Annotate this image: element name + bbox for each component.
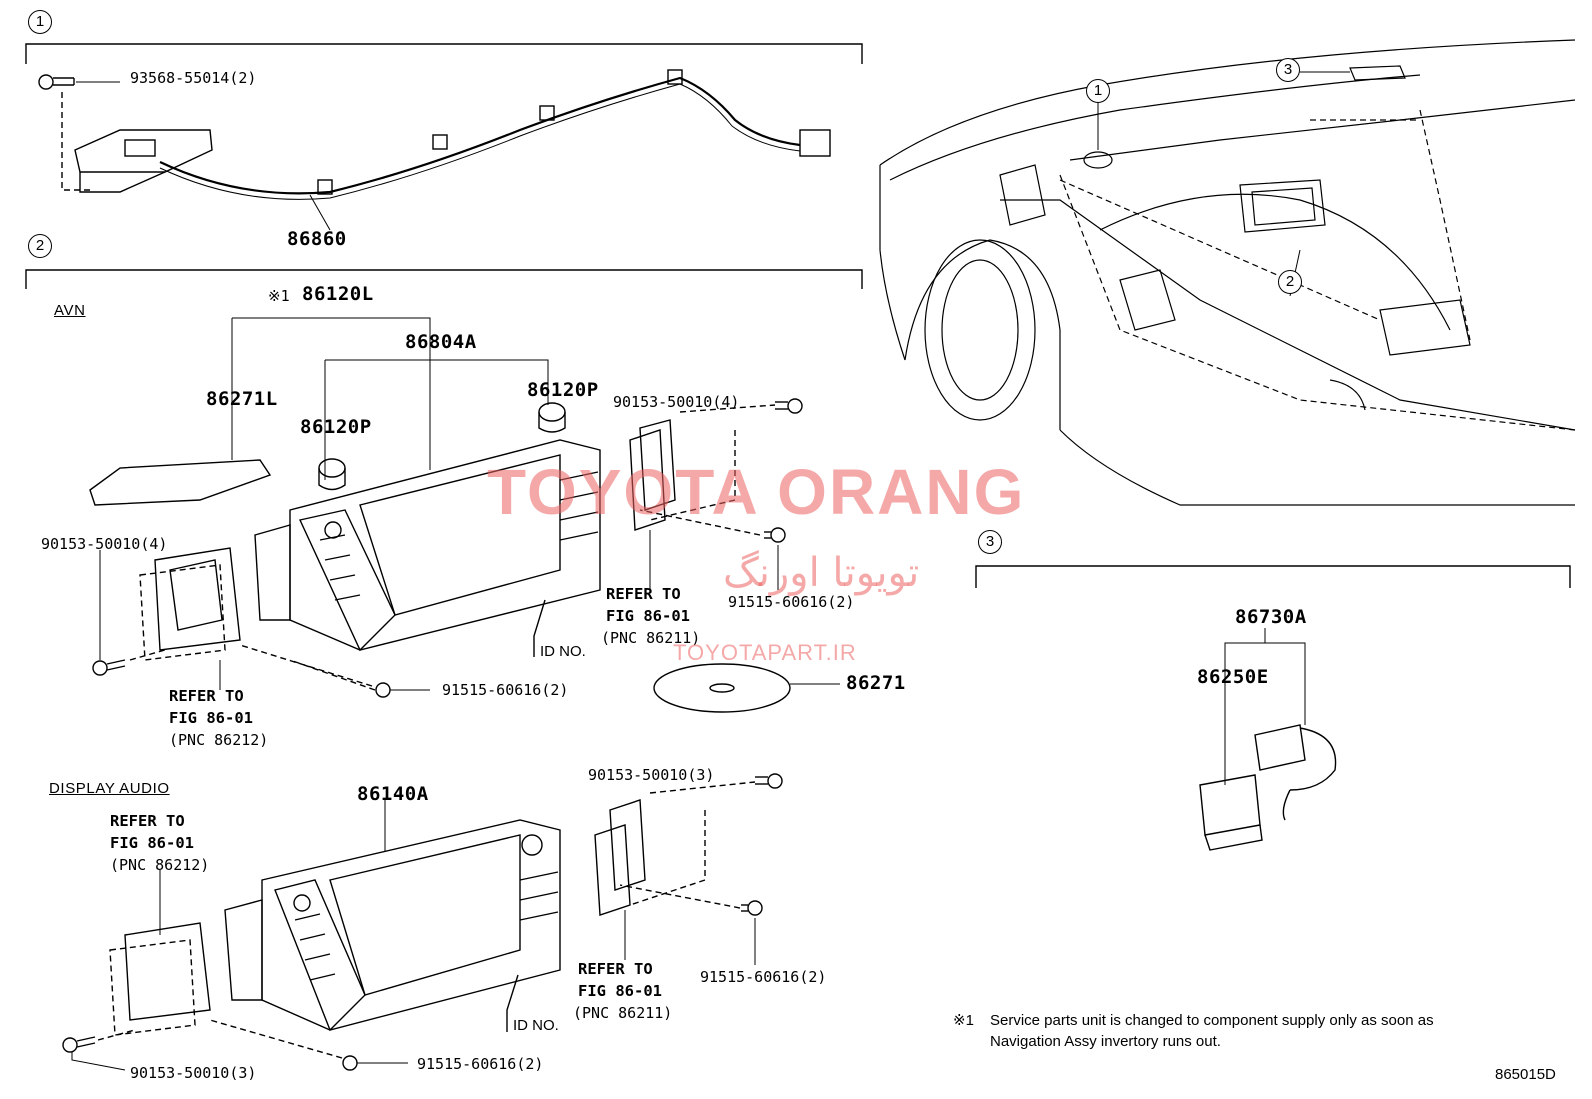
- note-mark-1: ※1: [268, 287, 290, 305]
- vehicle-overview: [879, 39, 1576, 506]
- footnote-mark: ※1: [953, 1012, 974, 1029]
- part-90153-50010-da-top: 90153-50010(3): [588, 766, 715, 784]
- avn-left-refer-line-3: (PNC 86212): [169, 731, 269, 749]
- watermark-persian-text: تویوتا اورنگ: [723, 550, 920, 596]
- id-no-label-da: ID NO.: [513, 1017, 559, 1034]
- part-91515-60616-da-bottom: 91515-60616(2): [417, 1055, 544, 1073]
- avn-left-refer-line-1: REFER TO: [169, 687, 244, 705]
- part-86860: 86860: [287, 228, 347, 250]
- avn-left-refer-line-2: FIG 86-01: [169, 709, 253, 727]
- id-no-bracket-da: [506, 974, 519, 1032]
- part-86271L: 86271L: [206, 388, 278, 410]
- part-86730A: 86730A: [1235, 606, 1307, 628]
- figure-code: 865015D: [1495, 1066, 1556, 1083]
- da-left-refer-line-3: (PNC 86212): [110, 856, 210, 874]
- da-left-bracket: [62, 870, 408, 1071]
- bracket-86271L: [89, 317, 431, 506]
- avn-section-label: AVN: [54, 302, 86, 319]
- part-86120P-right: 86120P: [527, 379, 599, 401]
- avn-head-unit: [254, 359, 601, 652]
- avn-left-bracket: [92, 547, 430, 698]
- da-left-refer-line-1: REFER TO: [110, 812, 185, 830]
- avn-right-refer-line-2: FIG 86-01: [606, 607, 690, 625]
- section-1-number: 1: [28, 10, 52, 34]
- watermark-url-text: TOYOTAPART.IR: [673, 640, 857, 665]
- part-86804A: 86804A: [405, 331, 477, 353]
- part-86250E: 86250E: [1197, 666, 1269, 688]
- part-91515-60616-avn-right: 91515-60616(2): [728, 593, 855, 611]
- avn-right-refer-line-1: REFER TO: [606, 585, 681, 603]
- knob-86120P-right: [538, 402, 566, 433]
- da-right-refer-line-2: FIG 86-01: [578, 982, 662, 1000]
- module-86730A: [1199, 628, 1337, 851]
- knob-86120P-left: [318, 458, 346, 491]
- overview-callout-3: 3: [1276, 58, 1300, 82]
- part-86120L: 86120L: [302, 283, 374, 305]
- avn-right-bracket: [629, 398, 803, 590]
- part-91515-60616-avn-bottom: 91515-60616(2): [442, 681, 569, 699]
- da-right-refer-line-1: REFER TO: [578, 960, 653, 978]
- part-91515-60616-da-right: 91515-60616(2): [700, 968, 827, 986]
- da-right-bracket: [594, 773, 783, 965]
- part-90153-50010-avn-top: 90153-50010(4): [613, 393, 740, 411]
- avn-right-refer-line-3: (PNC 86211): [601, 629, 701, 647]
- antenna-harness-86860: [38, 69, 831, 231]
- section-3-number: 3: [978, 530, 1002, 554]
- section-3-frame: [975, 565, 1571, 588]
- footnote-line-1: Service parts unit is changed to compone…: [990, 1012, 1434, 1029]
- part-90153-50010-avn-left: 90153-50010(4): [41, 535, 168, 553]
- watermark-main-text: TOYOTA ORANG: [487, 456, 1026, 528]
- id-no-bracket-avn: [533, 599, 546, 657]
- footnote-line-2: Navigation Assy invertory runs out.: [990, 1033, 1221, 1050]
- part-86120P-left: 86120P: [300, 416, 372, 438]
- part-93568-55014: 93568-55014(2): [130, 69, 257, 87]
- overview-callout-2: 2: [1278, 270, 1302, 294]
- section-2-frame: [25, 269, 863, 289]
- part-90153-50010-da-bottom: 90153-50010(3): [130, 1064, 257, 1082]
- section-1-frame: [25, 43, 863, 64]
- da-left-refer-line-2: FIG 86-01: [110, 834, 194, 852]
- part-86271: 86271: [846, 672, 906, 694]
- display-audio-head-unit: [224, 800, 561, 1032]
- disc-86271: [653, 663, 840, 713]
- id-no-label-avn: ID NO.: [540, 643, 586, 660]
- part-86140A: 86140A: [357, 783, 429, 805]
- da-right-refer-line-3: (PNC 86211): [573, 1004, 673, 1022]
- section-2-number: 2: [28, 234, 52, 258]
- display-audio-section-label: DISPLAY AUDIO: [49, 780, 170, 797]
- overview-callout-1: 1: [1086, 79, 1110, 103]
